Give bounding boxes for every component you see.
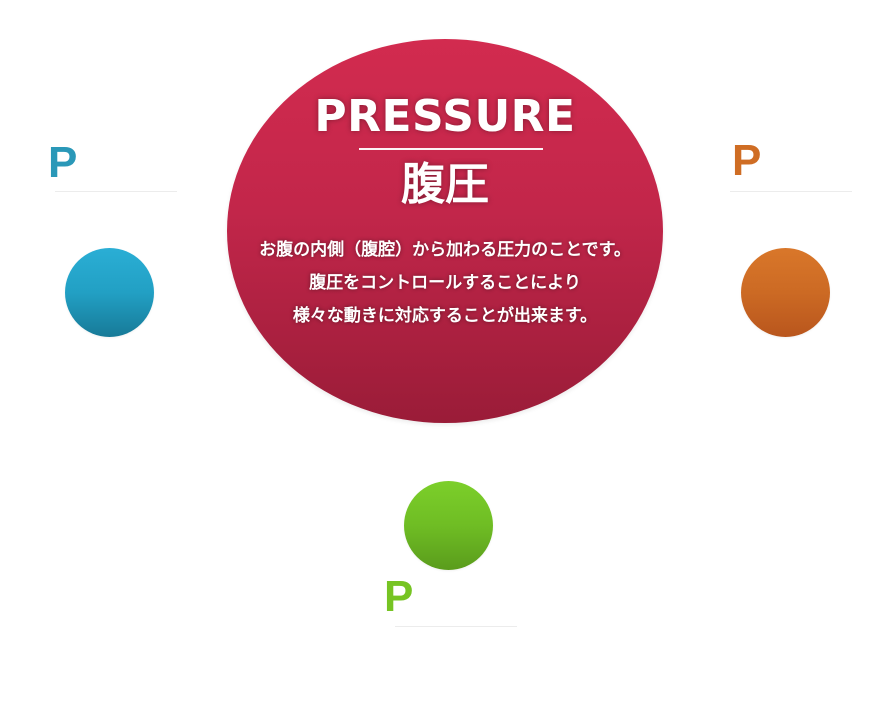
center-description: お腹の内側（腹腔）から加わる圧力のことです。 腹圧をコントロールすることにより … [227, 234, 663, 333]
green-letter: P [384, 572, 414, 621]
center-divider [359, 148, 543, 150]
description-line-3: 様々な動きに対応することが出来ます。 [292, 306, 598, 326]
blue-divider [55, 191, 177, 192]
center-title: PRESSURE [314, 91, 576, 142]
orange-circle [741, 248, 830, 337]
center-subtitle: 腹圧 [401, 159, 489, 210]
orange-divider [730, 191, 852, 192]
green-divider [395, 626, 517, 627]
orange-letter: P [732, 136, 762, 185]
pressure-ellipse: PRESSURE 腹圧 お腹の内側（腹腔）から加わる圧力のことです。 腹圧をコン… [227, 39, 663, 423]
green-circle [404, 481, 493, 570]
description-line-1: お腹の内側（腹腔）から加わる圧力のことです。 [259, 240, 631, 260]
blue-circle [65, 248, 154, 337]
description-line-2: 腹圧をコントロールすることにより [309, 273, 581, 293]
blue-letter: P [48, 138, 78, 187]
